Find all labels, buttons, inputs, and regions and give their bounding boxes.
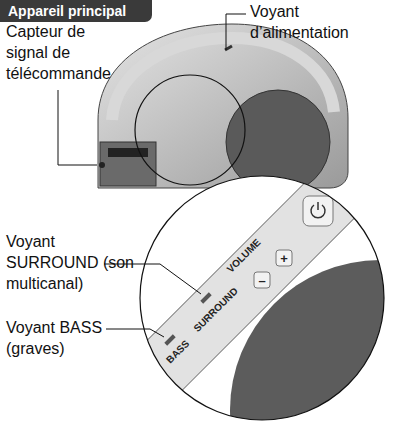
zoom-marker <box>135 75 245 185</box>
zoom-circle <box>140 176 384 420</box>
dock-base <box>100 142 156 186</box>
surround-led <box>200 292 211 303</box>
leader-line <box>106 329 164 337</box>
leader-line <box>58 90 97 165</box>
leader-line <box>226 14 246 50</box>
button-label: + <box>280 252 288 265</box>
button-label: – <box>258 274 265 287</box>
volume-up-button <box>276 250 292 266</box>
section-title: Appareil principal <box>8 3 126 19</box>
title-tab <box>0 0 152 22</box>
volume-down-button <box>254 272 270 288</box>
part-label: Voyant d’alimentation <box>250 2 390 44</box>
power-button <box>303 196 333 226</box>
part-label: Voyant BASS (graves) <box>6 318 116 360</box>
power-symbol <box>317 202 319 210</box>
part-label: Voyant SURROUND (son multicanal) <box>6 232 134 294</box>
part-label: Capteur de signal de télécommande <box>6 22 121 84</box>
remote-sensor <box>99 162 105 168</box>
bass-led <box>164 334 175 345</box>
